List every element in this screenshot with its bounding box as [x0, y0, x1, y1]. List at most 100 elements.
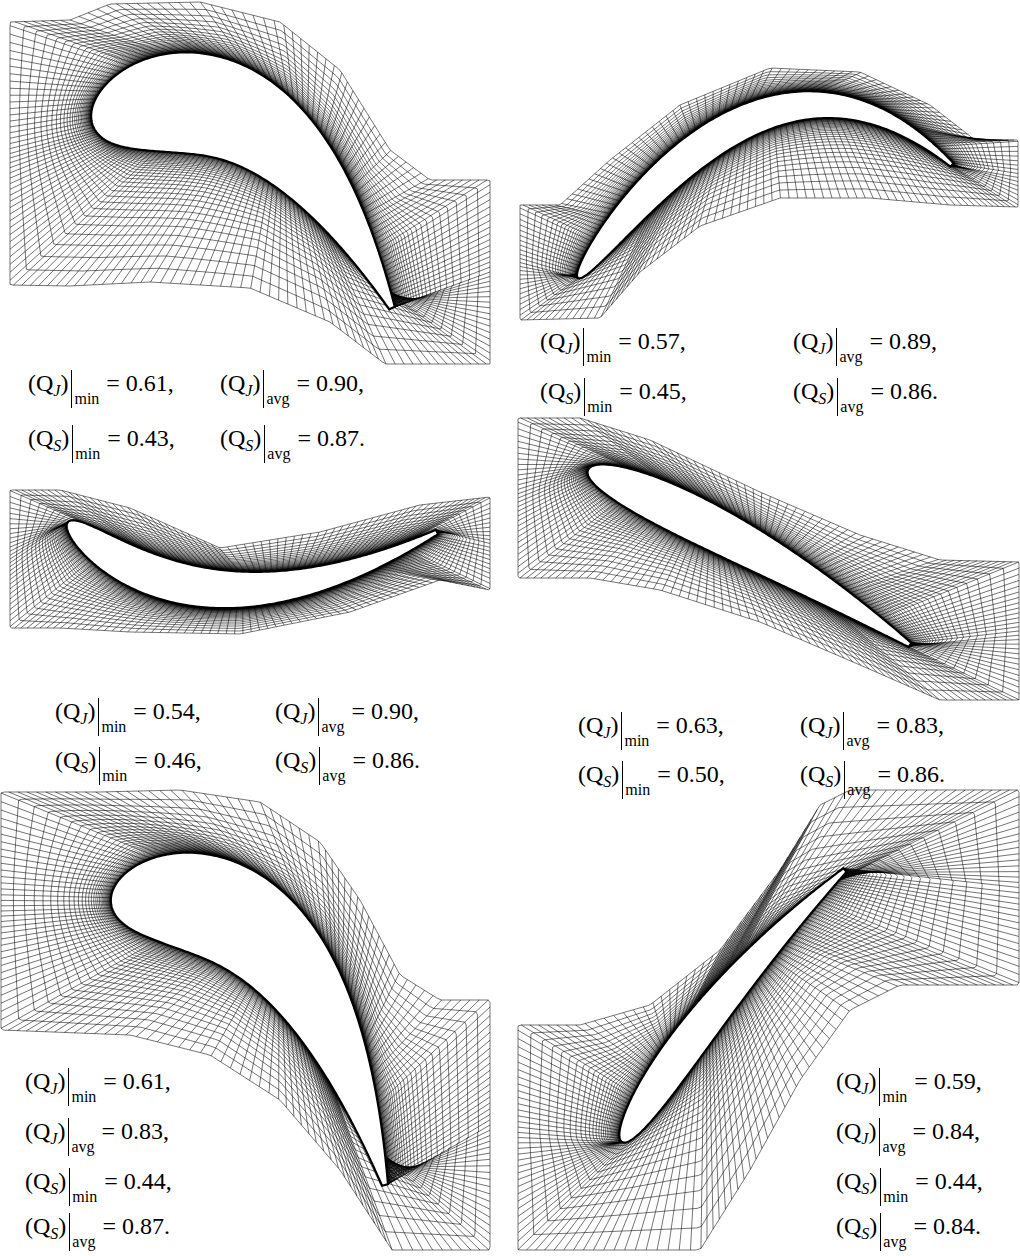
mesh-line [184, 607, 201, 633]
mesh-line [1, 941, 157, 1028]
metric-subscript: S [825, 774, 833, 790]
mesh-line [244, 544, 255, 572]
mesh-line [249, 607, 252, 632]
mesh-line [911, 631, 1019, 643]
mesh-line [518, 500, 614, 573]
mesh-line [688, 102, 696, 130]
quality-symbol: (Q [55, 747, 80, 773]
mesh-line [555, 84, 978, 280]
mesh-line [827, 894, 1019, 958]
mesh-line [589, 179, 627, 192]
mesh-line [344, 126, 374, 171]
mesh-line [84, 154, 192, 285]
mesh-line [712, 1041, 719, 1219]
mesh-line [409, 498, 490, 541]
mesh-line [411, 550, 490, 588]
mesh-line [831, 854, 1019, 878]
quality-symbol: (Q [25, 1213, 50, 1239]
mesh-line [865, 625, 1000, 700]
mesh-line [801, 71, 835, 92]
mesh-line [518, 1116, 619, 1133]
quality-metric: (QS)min= 0.43, [28, 425, 175, 463]
mesh-line [347, 134, 380, 176]
mesh-line [190, 168, 242, 285]
mesh-line [954, 163, 1018, 173]
mesh-line [361, 955, 389, 1030]
mesh-line [82, 589, 133, 629]
metric-subscript: J [245, 383, 252, 399]
mesh-line [820, 72, 861, 91]
mesh-line [22, 499, 479, 628]
bracket: ) [825, 328, 833, 354]
mesh-line [759, 978, 816, 1057]
mesh-line [882, 562, 1019, 618]
bracket: ) [87, 698, 95, 724]
mesh-line [65, 792, 198, 853]
mesh-line [736, 1010, 768, 1139]
mesh-line [328, 82, 348, 143]
mesh-line [10, 110, 92, 121]
mesh-line [106, 5, 192, 52]
metric-subscript: S [861, 1226, 869, 1242]
mesh-line [722, 146, 735, 218]
mesh-line [839, 613, 947, 700]
mesh-line [1, 870, 117, 883]
quality-symbol: (Q [836, 1213, 861, 1239]
mesh-line [10, 547, 77, 599]
mesh-line [897, 641, 1019, 653]
mesh-line [520, 240, 581, 262]
mesh-line [1, 849, 125, 873]
mesh-line [518, 464, 605, 465]
quality-symbol: (Q [540, 378, 565, 404]
bracket: ) [832, 712, 840, 738]
mesh-line [221, 990, 255, 1062]
quality-symbol: (Q [55, 698, 80, 724]
mesh-line [811, 797, 1019, 893]
bracket: ) [869, 1213, 877, 1239]
mesh-line [141, 159, 220, 282]
mesh-line [577, 91, 954, 278]
mesh-line [520, 502, 617, 578]
mesh-line [272, 604, 284, 625]
mesh-line [906, 618, 1019, 638]
mesh-line [1, 790, 490, 1250]
mesh-line [341, 117, 369, 165]
mesh-line [373, 1165, 490, 1173]
metric-subscript: S [245, 438, 253, 454]
evaluation-bar: avg [263, 370, 289, 408]
mesh-line [945, 154, 1018, 156]
mesh-line [102, 155, 200, 284]
mesh-line [569, 456, 939, 649]
mesh-line [548, 510, 630, 578]
evaluation-bar: avg [69, 1213, 95, 1251]
mesh-line [374, 570, 433, 583]
mesh-line [33, 572, 103, 628]
mesh-line [338, 869, 340, 971]
mesh-line [765, 496, 771, 532]
statistic-subscript: min [587, 399, 612, 415]
mesh-line [564, 452, 947, 653]
mesh-line [436, 530, 490, 544]
evaluation-bar: min [72, 425, 100, 463]
mesh-line [84, 955, 195, 1033]
mesh-line [854, 560, 954, 595]
mesh-line [768, 967, 836, 1029]
mesh-line [518, 418, 1019, 700]
mesh-line [24, 805, 468, 1224]
mesh-line [814, 804, 1019, 890]
statistic-subscript: avg [72, 1234, 95, 1250]
quality-metric: (QS)avg= 0.87. [220, 425, 365, 463]
mesh-line [420, 545, 490, 573]
mesh-line [1, 922, 121, 945]
mesh-line [1, 908, 112, 911]
mesh-line [845, 87, 891, 95]
mesh-line [774, 128, 780, 198]
mesh-line [388, 277, 490, 308]
mesh-line [137, 3, 212, 55]
mesh-line [35, 947, 173, 1031]
mesh-line [518, 468, 589, 494]
mesh-line [843, 557, 930, 587]
mesh-line [26, 945, 169, 1031]
mesh-line [861, 561, 970, 601]
mesh-line [645, 536, 678, 588]
